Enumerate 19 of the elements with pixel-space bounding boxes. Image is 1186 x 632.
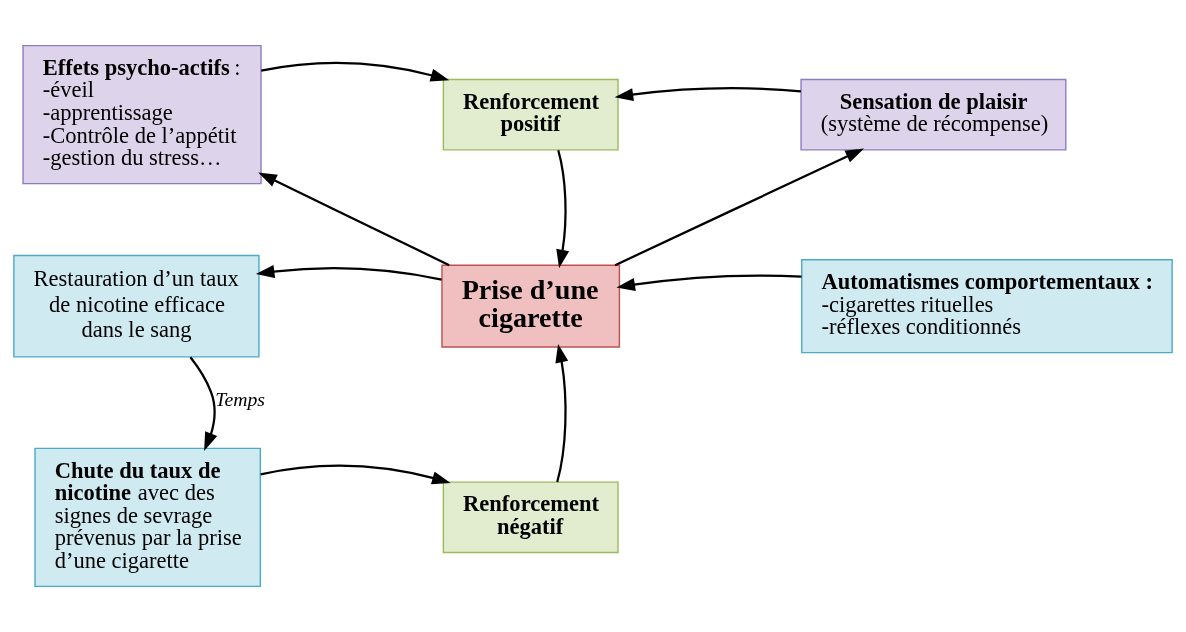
node-box: Automatismes comportementaux : -cigarettes rituelles -réflexes conditionnés (801, 258, 1173, 354)
arrow (614, 148, 865, 267)
arrow (555, 343, 569, 483)
arrow (261, 61, 450, 82)
edge-label: Temps (215, 388, 265, 411)
arrow (260, 464, 451, 485)
node-box: Renforcement positif (442, 78, 619, 151)
node-box: Sensation de plaisir (système de récompense) (800, 78, 1067, 151)
node-box: Chute du taux de nicotine avec des signes de sevrage prévenus par la prise d’une cigarette (34, 447, 262, 588)
node-box: Restauration d’un taux de nicotine efficace dans le sang (13, 254, 260, 358)
arrow (614, 87, 802, 102)
arrow (556, 149, 570, 269)
node-box: Effets psycho-actifs : -éveil -apprentissage -Contrôle de l’appétit -gestion du stress… (22, 44, 262, 185)
arrow (616, 274, 802, 291)
arrow (189, 356, 218, 451)
node-box: Renforcement négatif (442, 481, 619, 554)
node-box: Prise d’une cigarette (441, 264, 621, 348)
arrow (255, 265, 442, 281)
arrow (258, 172, 450, 267)
